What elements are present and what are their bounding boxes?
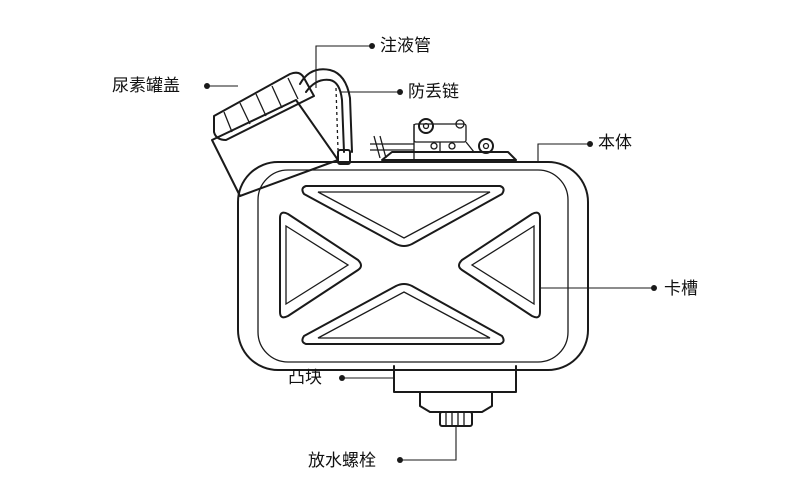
- label-urea-cap: 尿素罐盖: [112, 76, 180, 96]
- label-anti-loss-chain: 防丢链: [408, 82, 459, 102]
- drain-bolt-shape: [419, 391, 493, 427]
- label-drain-bolt: 放水螺栓: [308, 451, 376, 471]
- urea-cap-shape: [213, 71, 315, 141]
- anti-loss-chain: [335, 87, 351, 165]
- label-bump: 凸块: [288, 368, 322, 388]
- top-fitting: [370, 118, 517, 161]
- label-slot: 卡槽: [664, 279, 698, 299]
- injection-tube: [299, 68, 353, 153]
- slot-pattern: [279, 185, 541, 345]
- label-injection-tube: 注液管: [380, 36, 431, 56]
- label-body: 本体: [598, 133, 632, 153]
- bump-shape: [393, 365, 517, 393]
- leader-lines: [204, 43, 657, 463]
- tank-body: [237, 161, 589, 371]
